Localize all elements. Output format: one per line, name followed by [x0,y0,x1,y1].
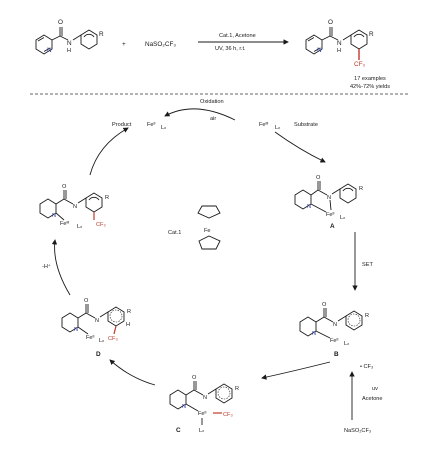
svg-text:N: N [312,331,316,337]
oxidation-label: Oxidation [200,99,224,105]
intermediate-B: N O N R Feᴵᴵ Lₙ B [299,302,369,358]
svg-text:O: O [62,184,67,190]
catalyst-text: Cat.1, Acetone [219,33,256,39]
catalyst-ferrocene: Cat.1 Fe [168,205,221,250]
product-label: Product [112,122,132,128]
svg-text:N: N [52,213,56,219]
label-D: D [96,351,101,358]
intermediate-D: N O N R H CF₃ Feᴵᴵ Lₙ D [61,298,131,358]
svg-text:N: N [327,195,331,201]
D-hydrogen: H [126,322,130,328]
svg-text:Lₙ: Lₙ [77,224,83,230]
label-B: B [334,351,339,358]
svg-text:N: N [74,327,78,333]
intermediate-A: N O N R Feᴵᴵ Lₙ A [294,175,363,230]
fe2-top-ln: Lₙ [161,125,167,131]
product-amide-h: H [337,48,341,54]
amide-n: N [67,40,72,47]
uv-label: uv [372,386,378,392]
cat-label: Cat.1 [168,230,181,236]
product-structure: N O N H R CF₃ [305,19,374,68]
svg-text:O: O [84,298,89,304]
intermediate-E: N O N R CF₃ Feᴵᴵᴵ Lₙ [39,184,109,230]
arrow-C-to-D [109,359,156,386]
product-cf3: CF₃ [354,61,366,68]
svg-text:Lₙ: Lₙ [340,215,346,221]
svg-text:Lₙ: Lₙ [199,428,205,434]
svg-text:Lₙ: Lₙ [344,341,350,347]
svg-text:O: O [316,175,321,181]
svg-text:N: N [182,404,186,410]
acetone-label: Acetone [362,396,383,402]
fe-center: Fe [204,228,211,234]
fe-B: Feᴵᴵ [330,337,338,344]
r-group: R [99,31,104,38]
svg-text:O: O [192,375,197,381]
conditions-text: UV, 36 h, r.t. [215,46,246,52]
fe-D: Feᴵᴵ [86,334,94,341]
set-label: SET [362,262,373,268]
svg-text:R: R [127,309,131,315]
hplus-label: -H⁺ [42,263,51,270]
pyridine-n: N [47,47,52,54]
arrow-D-to-E [51,239,71,296]
fe-C-cf3: CF₃ [223,412,233,418]
svg-text:O: O [322,302,327,308]
arrow-to-product [89,127,129,176]
D-cf3: CF₃ [108,336,118,342]
reagent: NaSO₂CF₃ [145,41,176,48]
svg-text:R: R [359,186,363,192]
arrow-B-to-C [261,361,331,380]
yields-text: 42%-72% yields [350,84,390,90]
label-A: A [330,223,335,230]
fe3-top: Feᴵᴵᴵ [259,121,268,128]
svg-text:R: R [365,313,369,319]
air-label: air [210,116,216,122]
svg-text:Lₙ: Lₙ [99,338,105,344]
product-pyridine-n: N [317,47,322,54]
fe-A: Feᴵᴵ [326,211,334,218]
fe3-top-ln: Lₙ [275,125,281,131]
arrow-to-A [274,131,326,163]
intermediate-C: N O N R Feᴵᴵ CF₃ Lₙ C [169,375,239,434]
bottom-reagent: NaSO₂CF₃ [344,428,371,434]
fe-C: Feᴵᴵ [198,410,206,417]
oxidation-arrow [164,108,236,121]
E-cf3: CF₃ [96,222,106,228]
carbonyl-o: O [58,19,63,26]
reaction-arrow: Cat.1, Acetone UV, 36 h, r.t. [198,33,289,52]
svg-text:N: N [203,395,207,401]
svg-text:N: N [95,318,99,324]
cf3-radical: • CF₃ [360,364,373,370]
svg-text:N: N [73,204,77,210]
product-carbonyl-o: O [328,19,333,26]
svg-text:R: R [235,386,239,392]
svg-text:N: N [307,204,311,210]
product-r-group: R [369,31,374,38]
fe-E: Feᴵᴵᴵ [60,220,69,227]
substrate-label: Substrate [294,122,318,128]
fe2-top: Feᴵᴵ [147,121,155,128]
examples-text: 17 examples [354,76,386,82]
svg-text:N: N [333,322,337,328]
starting-material: N O N H R [35,19,104,55]
label-C: C [176,427,181,434]
product-amide-n: N [337,40,342,47]
amide-h: H [67,48,71,54]
plus-sign: + [122,41,126,48]
svg-text:R: R [105,195,109,201]
